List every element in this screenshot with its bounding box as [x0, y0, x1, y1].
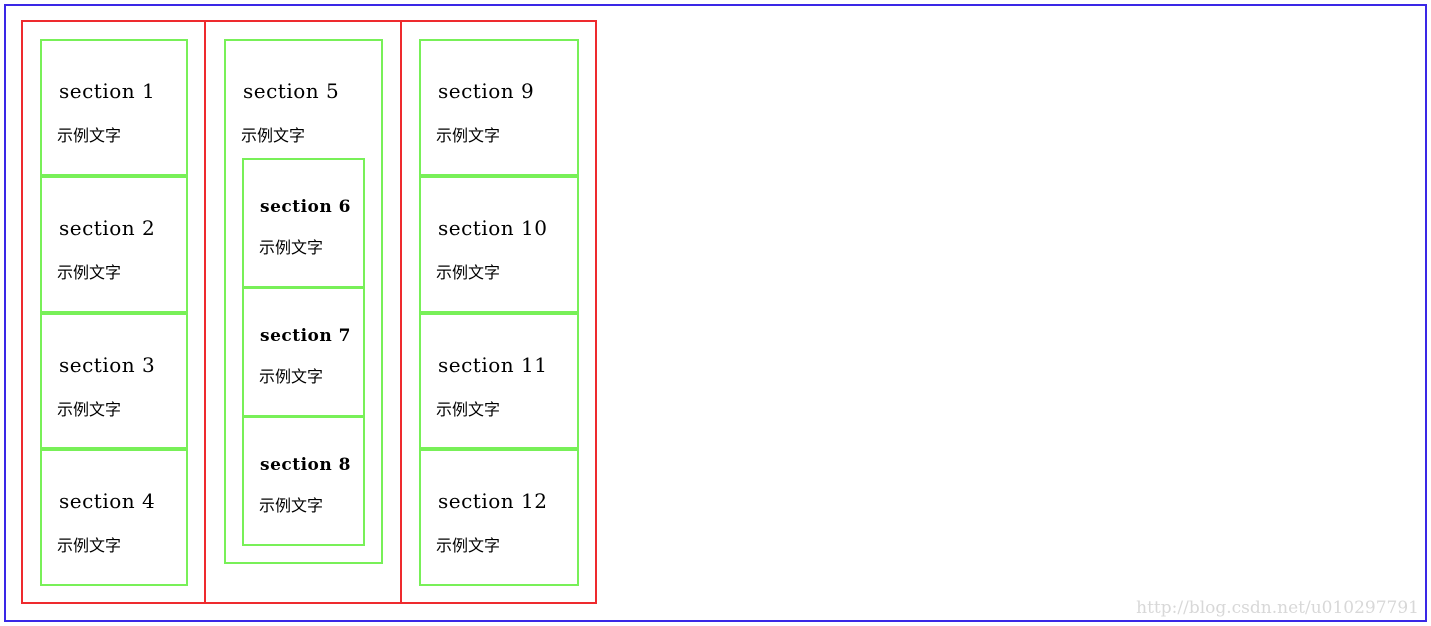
section-title: section 1 [59, 79, 156, 103]
section-text: 示例文字 [259, 367, 324, 386]
section-title: section 3 [59, 353, 156, 377]
section-title: section 12 [438, 489, 548, 513]
section-8: section 8 示例文字 [242, 416, 365, 546]
section-title: section 2 [59, 216, 156, 240]
section-2: section 2 示例文字 [40, 176, 188, 313]
section-title: section 4 [59, 489, 156, 513]
watermark: http://blog.csdn.net/u010297791 [1136, 598, 1419, 618]
section-title: section 10 [438, 216, 548, 240]
section-text: 示例文字 [259, 496, 324, 515]
section-5: section 5 示例文字 [224, 39, 383, 564]
section-3: section 3 示例文字 [40, 313, 188, 449]
section-1: section 1 示例文字 [40, 39, 188, 176]
section-title: section 9 [438, 79, 535, 103]
section-text: 示例文字 [241, 126, 306, 145]
section-title: section 8 [260, 455, 351, 475]
section-7: section 7 示例文字 [242, 287, 365, 417]
section-text: 示例文字 [57, 263, 122, 282]
section-title: section 7 [260, 326, 351, 346]
section-title: section 6 [260, 197, 351, 217]
section-9: section 9 示例文字 [419, 39, 579, 176]
section-text: 示例文字 [57, 536, 122, 555]
section-title: section 5 [243, 79, 340, 103]
section-text: 示例文字 [436, 263, 501, 282]
section-text: 示例文字 [436, 126, 501, 145]
section-text: 示例文字 [57, 400, 122, 419]
section-text: 示例文字 [259, 238, 324, 257]
section-title: section 11 [438, 353, 548, 377]
section-12: section 12 示例文字 [419, 449, 579, 586]
section-text: 示例文字 [436, 400, 501, 419]
section-text: 示例文字 [436, 536, 501, 555]
section-6: section 6 示例文字 [242, 158, 365, 288]
section-4: section 4 示例文字 [40, 449, 188, 586]
section-text: 示例文字 [57, 126, 122, 145]
section-10: section 10 示例文字 [419, 176, 579, 313]
section-11: section 11 示例文字 [419, 313, 579, 449]
page-frame [4, 4, 1427, 622]
column-3 [400, 20, 597, 604]
